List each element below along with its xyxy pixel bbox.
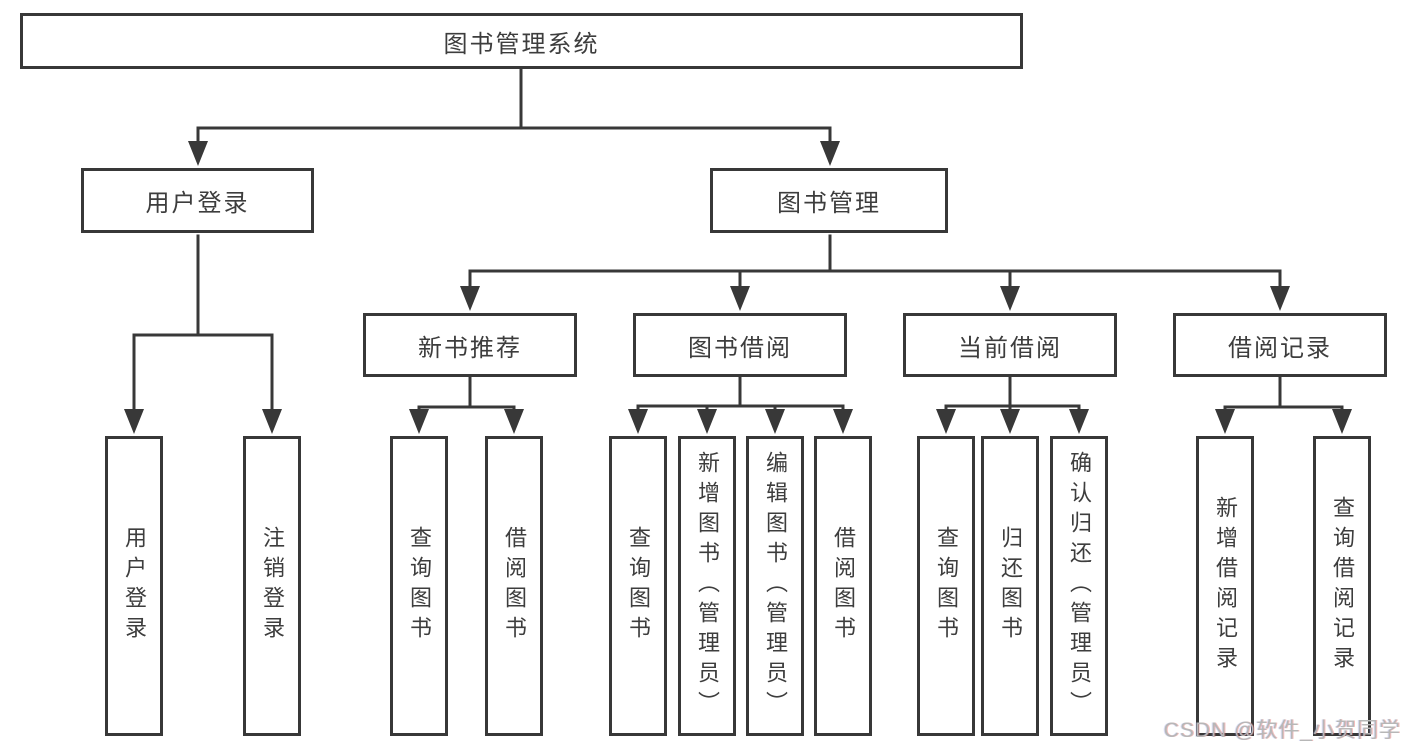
node-leaf-search-books: 查询图书 xyxy=(609,436,667,736)
node-leaf-return-books: 归还图书 xyxy=(981,436,1039,736)
node-leaf-user-login: 用户登录 xyxy=(105,436,163,736)
node-leaf-add-books-admin-label: 新增图书（管理员） xyxy=(695,451,720,721)
node-leaf-search-current-borrow-label: 查询图书 xyxy=(934,526,959,646)
node-book-management-label: 图书管理 xyxy=(777,190,881,217)
node-leaf-logout: 注销登录 xyxy=(243,436,301,736)
node-current-borrowing-label: 当前借阅 xyxy=(958,334,1062,362)
node-leaf-search-books-recommend-label: 查询图书 xyxy=(407,526,432,646)
node-leaf-user-login-label: 用户登录 xyxy=(122,526,147,646)
node-leaf-borrow-books: 借阅图书 xyxy=(814,436,872,736)
node-leaf-search-current-borrow: 查询图书 xyxy=(917,436,975,736)
node-root-label: 图书管理系统 xyxy=(443,30,600,58)
node-new-book-recommend: 新书推荐 xyxy=(363,313,577,377)
node-leaf-edit-books-admin: 编辑图书（管理员） xyxy=(746,436,804,736)
node-user-login: 用户登录 xyxy=(81,168,314,233)
node-leaf-search-borrow-record-label: 查询借阅记录 xyxy=(1330,496,1355,676)
node-book-management: 图书管理 xyxy=(710,168,948,233)
node-borrowing-records: 借阅记录 xyxy=(1173,313,1387,377)
node-leaf-confirm-return-admin: 确认归还（管理员） xyxy=(1050,436,1108,736)
node-root-library-system: 图书管理系统 xyxy=(20,13,1023,69)
node-leaf-search-borrow-record: 查询借阅记录 xyxy=(1313,436,1371,736)
node-leaf-search-books-label: 查询图书 xyxy=(626,526,651,646)
watermark: CSDN @软件_小贺同学 xyxy=(1163,719,1401,742)
node-book-borrowing: 图书借阅 xyxy=(633,313,847,377)
node-leaf-add-books-admin: 新增图书（管理员） xyxy=(678,436,736,736)
node-leaf-borrow-books-recommend: 借阅图书 xyxy=(485,436,543,736)
node-leaf-logout-label: 注销登录 xyxy=(260,526,285,646)
node-current-borrowing: 当前借阅 xyxy=(903,313,1117,377)
node-leaf-return-books-label: 归还图书 xyxy=(998,526,1023,646)
node-borrowing-records-label: 借阅记录 xyxy=(1228,334,1332,362)
node-leaf-edit-books-admin-label: 编辑图书（管理员） xyxy=(763,451,788,721)
node-book-borrowing-label: 图书借阅 xyxy=(688,334,792,362)
node-leaf-borrow-books-recommend-label: 借阅图书 xyxy=(502,526,527,646)
node-user-login-label: 用户登录 xyxy=(145,190,250,217)
node-leaf-add-borrow-record-label: 新增借阅记录 xyxy=(1213,496,1238,676)
node-new-book-recommend-label: 新书推荐 xyxy=(418,334,522,362)
node-leaf-search-books-recommend: 查询图书 xyxy=(390,436,448,736)
node-leaf-borrow-books-label: 借阅图书 xyxy=(831,526,856,646)
node-leaf-confirm-return-admin-label: 确认归还（管理员） xyxy=(1067,451,1092,721)
node-leaf-add-borrow-record: 新增借阅记录 xyxy=(1196,436,1254,736)
